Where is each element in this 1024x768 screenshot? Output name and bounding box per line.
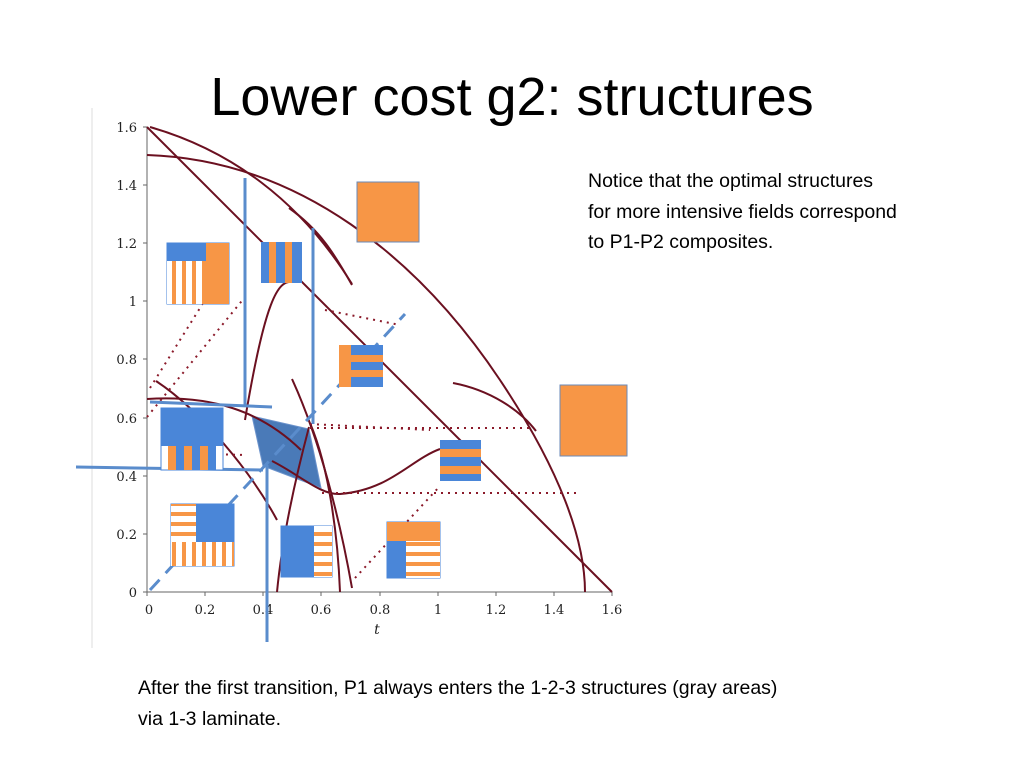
caption-line-2: via 1-3 laminate. [138,707,282,730]
y-tick-label: 1.6 [116,121,137,136]
solid-orange-square [559,384,628,457]
note-line-3: to P1-P2 composites. [588,231,774,253]
x-ticks [146,592,613,596]
y-tick-label: 0 [129,586,137,601]
y-tick-label: 0.8 [116,353,137,368]
y-tick-label: 1.4 [116,179,137,194]
x-tick-label: 1 [434,603,442,618]
x-tick-label: 1.6 [602,603,623,618]
y-ticks [143,126,147,593]
caption-line-1: After the first transition, P1 always en… [138,677,778,699]
x-tick-label: 0.4 [253,603,274,618]
x-tick-label: 0.8 [370,603,391,618]
structure-icon [166,242,230,305]
caption-text: After the first transition, P1 always en… [138,673,958,734]
x-tick-label: 0.2 [195,603,216,618]
note-line-1: Notice that the optimal structures [588,170,874,192]
y-tick-label: 1.2 [116,237,137,252]
structure-icon [440,440,481,481]
structure-icon [170,503,235,567]
x-tick-label: 1.2 [486,603,507,618]
dotted-lines [146,296,580,579]
y-tick-label: 0.4 [116,470,137,485]
structure-icon [160,407,224,471]
y-tick-labels: 0 0.2 0.4 0.6 0.8 1 1.2 1.4 1.6 [116,121,137,601]
x-tick-labels: 0 0.2 0.4 0.6 0.8 1 1.2 1.4 1.6 [145,603,622,618]
shaded-region [251,415,322,489]
structure-icon [386,521,441,579]
structure-icon [339,345,383,387]
note-text: Notice that the optimal structures for m… [588,166,988,258]
y-tick-label: 0.6 [116,412,137,427]
slide-title: Lower cost g2: structures [210,67,814,127]
x-tick-label: 0 [145,603,153,618]
y-tick-label: 1 [129,295,137,310]
structure-icon [261,242,302,283]
x-tick-label: 1.4 [544,603,565,618]
x-tick-label: 0.6 [311,603,332,618]
solid-orange-square [356,181,420,243]
structure-icon [280,525,333,578]
dashed-diagonal [148,312,407,592]
note-line-2: for more intensive fields correspond [588,200,897,223]
y-tick-label: 0.2 [116,528,137,543]
x-axis-label: t [374,622,380,638]
